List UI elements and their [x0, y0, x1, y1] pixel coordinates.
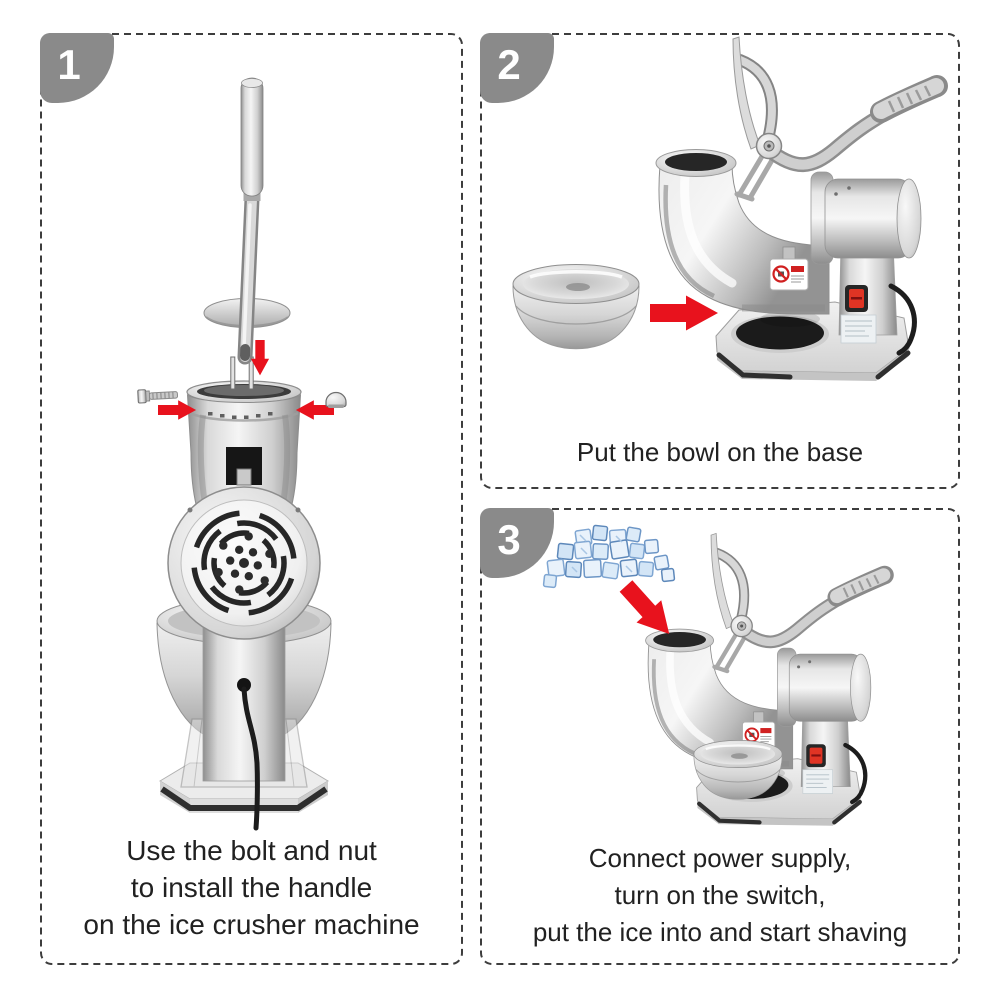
- step-number: 2: [497, 41, 521, 88]
- motor-face: [167, 486, 321, 640]
- caption-line: put the ice into and start shaving: [532, 917, 908, 947]
- step3-border: [480, 508, 960, 965]
- step2-illustration: [511, 33, 960, 489]
- arrow-right-icon: [650, 295, 718, 331]
- step2-border: [480, 33, 960, 489]
- step-number: 3: [497, 516, 521, 563]
- stainless-bowl: [511, 262, 641, 351]
- step1-caption: Use the bolt and nut to install the hand…: [40, 832, 463, 943]
- caption-line: turn on the switch,: [614, 880, 826, 910]
- step1-illustration: [137, 77, 347, 831]
- caption-line: on the ice crusher machine: [83, 909, 420, 940]
- power-cord: [241, 686, 260, 831]
- caption-line: Use the bolt and nut: [126, 835, 377, 866]
- step2-caption: Put the bowl on the base: [480, 434, 960, 471]
- handle-assembly: [203, 77, 291, 365]
- cap-nut: [325, 391, 347, 408]
- caption-line: Put the bowl on the base: [576, 437, 864, 467]
- caption-line: Connect power supply,: [588, 843, 852, 873]
- bolt: [137, 389, 179, 404]
- ice-cubes-pile: [542, 524, 676, 589]
- handle-grip: [240, 77, 264, 197]
- step3-illustration: [542, 508, 960, 965]
- step1-panel: 1 Use the bolt and nut to install the ha…: [40, 33, 463, 965]
- step1-border: [40, 33, 463, 965]
- ice-shaver-machine: [656, 37, 937, 381]
- step3-badge: 3: [480, 508, 554, 578]
- step3-caption: Connect power supply, turn on the switch…: [480, 840, 960, 951]
- step3-panel: 3 Connect power supply, turn on the swit…: [480, 508, 960, 965]
- step-number: 1: [57, 41, 81, 88]
- handle-mount-pin: [230, 356, 236, 390]
- caption-line: to install the handle: [130, 872, 373, 903]
- step2-panel: 2 Put the bowl on the base: [480, 33, 960, 489]
